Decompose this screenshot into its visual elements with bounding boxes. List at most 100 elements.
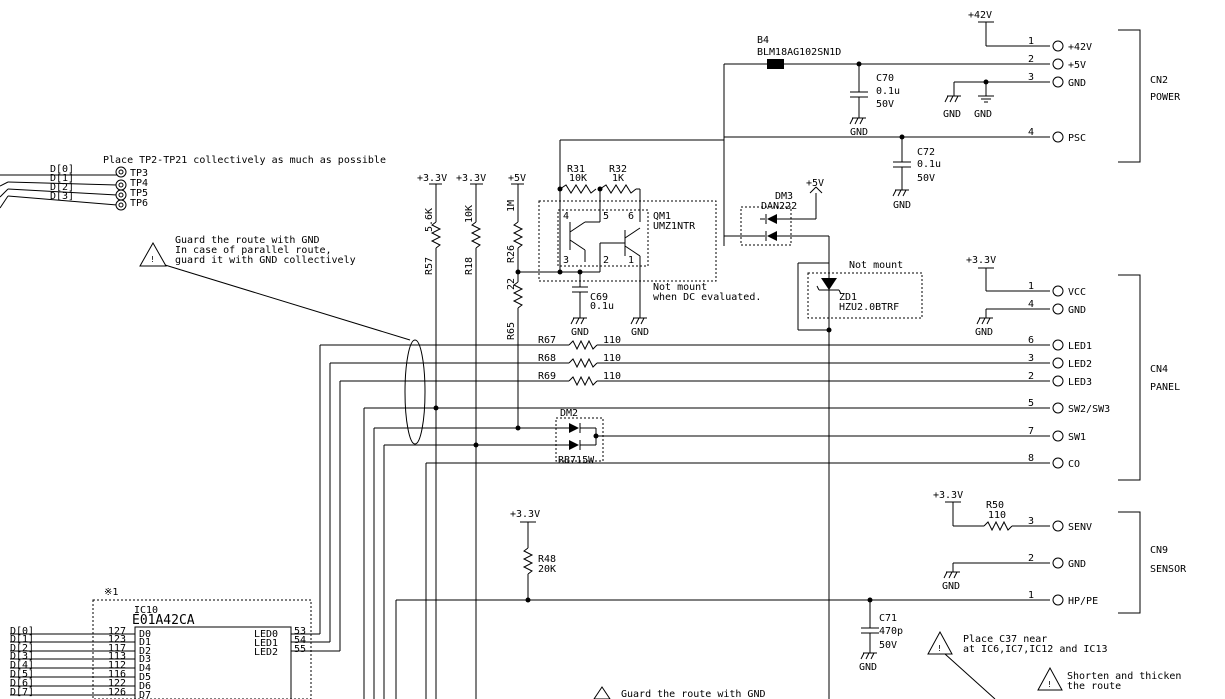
c71-gnd: GND — [859, 662, 877, 673]
ic10-pin-d1: D1 — [139, 637, 151, 648]
svg-text:!: ! — [1047, 680, 1052, 689]
r18-symbol — [470, 221, 482, 249]
c72-gnd: GND — [893, 200, 911, 211]
r68-name: R68 — [538, 353, 556, 364]
zd1-outline — [807, 272, 923, 319]
c37-warning-icon — [927, 630, 953, 655]
guard-bottom-note: Guard the route with GND — [621, 689, 766, 699]
cn2-pin-4-num: 4 — [1028, 127, 1034, 138]
dm3-part: DAN222 — [761, 201, 797, 212]
cn4-pin-8-terminal — [1052, 457, 1064, 469]
ic10-pin-127: 127 — [108, 626, 126, 637]
guard-ellipse — [404, 339, 426, 445]
cn2-pin-2-terminal — [1052, 58, 1064, 70]
b4-name: B4 — [757, 35, 769, 46]
c69-gnd: GND — [571, 327, 589, 338]
ic10-chip: ※1 IC10 E01A42CA D[0] 127 D0 D[1] 123 D1… — [10, 587, 340, 699]
tp4-label: TP4 — [130, 178, 148, 189]
qm1-outline — [538, 200, 717, 282]
ic10-net-d1: D[1] — [10, 634, 34, 645]
ic10-pin-d7: D7 — [139, 690, 151, 699]
ic10-net-d3: D[3] — [10, 651, 34, 662]
cn9-pin-3-terminal — [1052, 520, 1064, 532]
cn4-connector: +3.3V 1 VCC GND 4 GND R67 110 6 LED1 R68… — [320, 255, 1180, 481]
cn4-pin-6-num: 6 — [1028, 335, 1034, 346]
qm1-pin-3: 3 — [563, 255, 569, 266]
cn4-pin-4-terminal — [1052, 303, 1064, 315]
c69-value: 0.1u — [590, 301, 614, 312]
r26-value: 1M — [506, 200, 517, 212]
qm1-pin-1: 1 — [628, 255, 634, 266]
ic10-part: E01A42CA — [132, 613, 195, 628]
cn4-rail-3v3: +3.3V — [966, 255, 996, 266]
power-filter: B4 BLM18AG102SN1D GND C70 0.1u 50V GND C… — [723, 35, 1050, 246]
cn9-rail-3v3: +3.3V — [933, 490, 963, 501]
ic10-net-d6: D[6] — [10, 678, 34, 689]
r26-symbol — [512, 221, 524, 249]
r69-name: R69 — [538, 371, 556, 382]
r67-symbol — [568, 339, 598, 351]
tp5-label: TP5 — [130, 188, 148, 199]
ic10-led-pins: LED0 53 LED1 54 LED2 55 — [254, 626, 340, 658]
cn2-gnd-a: GND — [943, 109, 961, 120]
cn2-connector: +42V 1 +42V 2 +5V 3 GND GND GND 4 PSC CN… — [724, 10, 1181, 163]
c71-voltage: 50V — [879, 640, 897, 651]
qm1-pin-6: 6 — [628, 211, 634, 222]
cn4-pin-4-num: 4 — [1028, 299, 1034, 310]
cn9-connector: +3.3V R50 110 3 SENV GND 2 GND 1 HP/PE C… — [396, 490, 1187, 614]
cn4-pin-5-signal: SW2/SW3 — [1068, 404, 1110, 415]
dm3-zd1: DM3 DAN222 +5V Not mount ZD1 HZU2.0BTRF — [724, 178, 923, 699]
r31-symbol — [559, 184, 597, 194]
c72-name: C72 — [917, 147, 935, 158]
cn2-pin-3-num: 3 — [1028, 72, 1034, 83]
cn4-pin-3-num: 3 — [1028, 353, 1034, 364]
cn9-pin-3-num: 3 — [1028, 516, 1034, 527]
r50-value: 110 — [988, 510, 1006, 521]
guard-bottom-warning-icon — [593, 686, 611, 699]
tp-net-d0: D[0] — [50, 164, 74, 175]
r50-symbol — [983, 520, 1013, 532]
cn9-bracket — [1118, 511, 1141, 614]
c70-voltage: 50V — [876, 99, 894, 110]
cn4-pin-5-num: 5 — [1028, 398, 1034, 409]
warning-triangle-icon — [139, 241, 167, 267]
cn2-pin-3-terminal — [1052, 76, 1064, 88]
cn4-pin-1-signal: VCC — [1068, 287, 1086, 298]
zd1-note: Not mount — [849, 260, 903, 271]
c70-name: C70 — [876, 73, 894, 84]
qm1-part: UMZ1NTR — [653, 221, 696, 232]
r65-name: R65 — [506, 322, 517, 340]
cn2-rail-42v: +42V — [968, 10, 992, 21]
r31-value: 10K — [569, 173, 587, 184]
cn2-pin-1-num: 1 — [1028, 36, 1034, 47]
tp-net-d3: D[3] — [50, 191, 74, 202]
qm1-pin-2: 2 — [603, 255, 609, 266]
cn4-pin-3-terminal — [1052, 357, 1064, 369]
qm1-gnd: GND — [631, 327, 649, 338]
ic10-pin-d5: D5 — [139, 672, 151, 683]
r48-group: +3.3V R48 20K — [510, 509, 556, 603]
b4-symbol — [767, 59, 784, 69]
c70-gnd: GND — [850, 127, 868, 138]
cn4-pin-4-signal: GND — [1068, 305, 1086, 316]
cn9-pin-2-signal: GND — [1068, 559, 1086, 570]
r32-symbol — [599, 184, 637, 194]
cn2-bracket — [1118, 29, 1141, 163]
c69-name: C69 — [590, 292, 608, 303]
cn2-label: POWER — [1150, 92, 1181, 103]
cn2-pin-1-terminal — [1052, 40, 1064, 52]
ic10-outline — [92, 599, 312, 699]
r65-value: 22 — [506, 278, 517, 290]
c72-value: 0.1u — [917, 159, 941, 170]
guard-note: ! Guard the route with GND In case of pa… — [139, 235, 426, 445]
tp-net-d1: D[1] — [50, 173, 74, 184]
cn4-pin-5-terminal — [1052, 402, 1064, 414]
tp-net-d2: D[2] — [50, 182, 74, 193]
c71-name: C71 — [879, 613, 897, 624]
ic10-name: IC10 — [134, 605, 158, 616]
ic10-pin-117: 117 — [108, 643, 126, 654]
ic10-pin-led0: LED0 — [254, 629, 278, 640]
ic10-marker: ※1 — [104, 587, 118, 598]
cn4-pin-3-signal: LED2 — [1068, 359, 1092, 370]
